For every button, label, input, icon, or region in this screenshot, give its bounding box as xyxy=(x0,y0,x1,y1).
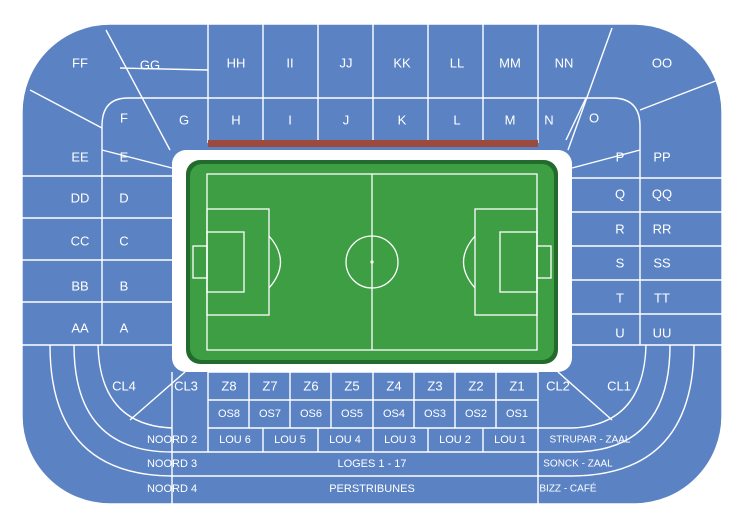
section-CL4[interactable]: CL4 xyxy=(112,379,136,394)
section-P[interactable]: P xyxy=(616,150,625,165)
section-B[interactable]: B xyxy=(120,279,129,294)
section-lou-5[interactable]: LOU 5 xyxy=(274,434,306,446)
section-RR[interactable]: RR xyxy=(653,222,672,237)
section-AA[interactable]: AA xyxy=(71,321,89,336)
section-DD[interactable]: DD xyxy=(71,191,90,206)
section-CC[interactable]: CC xyxy=(71,234,90,249)
section-Z5[interactable]: Z5 xyxy=(344,379,359,394)
section-J[interactable]: J xyxy=(343,113,350,128)
section-lou-6[interactable]: LOU 6 xyxy=(219,434,251,446)
section-LL[interactable]: LL xyxy=(450,56,464,71)
outer-right-labels: PP QQ RR SS TT UU xyxy=(652,150,672,341)
section-OS5[interactable]: OS5 xyxy=(341,408,363,420)
noord-labels: NOORD 2 NOORD 3 NOORD 4 xyxy=(147,434,197,495)
section-E[interactable]: E xyxy=(120,150,129,165)
section-noord-2[interactable]: NOORD 2 xyxy=(147,434,197,446)
lounge-sonck-zaal[interactable]: SONCK - ZAAL xyxy=(543,459,613,470)
section-R[interactable]: R xyxy=(615,222,624,237)
inner-right-labels: P Q R S T U xyxy=(615,150,625,341)
outer-top-labels: FF GG HH II JJ KK LL MM NN OO xyxy=(72,56,672,73)
section-Z7[interactable]: Z7 xyxy=(262,379,277,394)
section-M[interactable]: M xyxy=(505,113,516,128)
section-noord-3[interactable]: NOORD 3 xyxy=(147,458,197,470)
section-H[interactable]: H xyxy=(231,113,240,128)
section-L[interactable]: L xyxy=(453,113,460,128)
section-PP[interactable]: PP xyxy=(653,150,670,165)
section-JJ[interactable]: JJ xyxy=(340,56,353,71)
section-OS2[interactable]: OS2 xyxy=(465,408,487,420)
section-perstribunes[interactable]: PERSTRIBUNES xyxy=(329,483,415,495)
section-BB[interactable]: BB xyxy=(71,279,88,294)
section-HH[interactable]: HH xyxy=(227,56,246,71)
section-G[interactable]: G xyxy=(179,113,189,128)
section-Z2[interactable]: Z2 xyxy=(468,379,483,394)
z-block-labels: Z8 Z7 Z6 Z5 Z4 Z3 Z2 Z1 xyxy=(221,379,524,394)
lounge-strupar-zaal[interactable]: STRUPAR - ZAAL xyxy=(550,435,631,446)
section-NN[interactable]: NN xyxy=(555,56,574,71)
section-U[interactable]: U xyxy=(615,326,624,341)
section-loges[interactable]: LOGES 1 - 17 xyxy=(337,458,406,470)
section-D[interactable]: D xyxy=(119,191,128,206)
section-N[interactable]: N xyxy=(544,113,553,128)
section-EE[interactable]: EE xyxy=(71,150,89,165)
outer-left-labels: EE DD CC BB AA xyxy=(71,150,90,336)
section-OS7[interactable]: OS7 xyxy=(259,408,281,420)
section-TT[interactable]: TT xyxy=(654,291,670,306)
section-MM[interactable]: MM xyxy=(499,56,521,71)
section-OO[interactable]: OO xyxy=(652,56,672,71)
section-CL2[interactable]: CL2 xyxy=(546,379,570,394)
lounge-bizz-cafe[interactable]: BIZZ - CAFÉ xyxy=(539,482,597,495)
section-lou-2[interactable]: LOU 2 xyxy=(439,434,471,446)
section-OS3[interactable]: OS3 xyxy=(424,408,446,420)
section-SS[interactable]: SS xyxy=(653,256,671,271)
lou-labels: LOU 6 LOU 5 LOU 4 LOU 3 LOU 2 LOU 1 xyxy=(219,434,526,446)
section-Z6[interactable]: Z6 xyxy=(303,379,318,394)
section-CL1[interactable]: CL1 xyxy=(607,379,631,394)
section-QQ[interactable]: QQ xyxy=(652,187,672,202)
inner-left-labels: E D C B A xyxy=(119,150,128,336)
section-Z4[interactable]: Z4 xyxy=(386,379,401,394)
section-T[interactable]: T xyxy=(616,291,624,306)
section-UU[interactable]: UU xyxy=(653,326,672,341)
section-Z1[interactable]: Z1 xyxy=(509,379,524,394)
right-lounge-labels: STRUPAR - ZAAL SONCK - ZAAL BIZZ - CAFÉ xyxy=(539,435,631,495)
section-I[interactable]: I xyxy=(288,113,292,128)
section-K[interactable]: K xyxy=(398,113,407,128)
section-S[interactable]: S xyxy=(616,256,625,271)
section-OS6[interactable]: OS6 xyxy=(300,408,322,420)
section-lou-3[interactable]: LOU 3 xyxy=(384,434,416,446)
section-lou-1[interactable]: LOU 1 xyxy=(494,434,526,446)
section-KK[interactable]: KK xyxy=(393,56,411,71)
section-OS4[interactable]: OS4 xyxy=(383,408,405,420)
section-OS1[interactable]: OS1 xyxy=(506,408,528,420)
corner-labels: CL4 CL3 CL2 CL1 xyxy=(112,379,631,394)
section-O[interactable]: O xyxy=(589,111,599,126)
section-Q[interactable]: Q xyxy=(615,187,625,202)
section-FF[interactable]: FF xyxy=(72,56,88,71)
section-C[interactable]: C xyxy=(119,234,128,249)
section-CL3[interactable]: CL3 xyxy=(174,379,198,394)
pitch-markings xyxy=(192,173,552,351)
os-block-labels: OS8 OS7 OS6 OS5 OS4 OS3 OS2 OS1 xyxy=(218,408,528,420)
section-lou-4[interactable]: LOU 4 xyxy=(329,434,361,446)
inner-top-labels: F G H I J K L M N O xyxy=(120,111,599,128)
section-Z3[interactable]: Z3 xyxy=(427,379,442,394)
dugout-strip xyxy=(208,140,538,147)
section-F[interactable]: F xyxy=(120,111,128,126)
section-noord-4[interactable]: NOORD 4 xyxy=(147,483,197,495)
section-OS8[interactable]: OS8 xyxy=(218,408,240,420)
section-A[interactable]: A xyxy=(120,321,129,336)
section-II[interactable]: II xyxy=(286,56,293,71)
section-GG[interactable]: GG xyxy=(140,58,160,73)
section-Z8[interactable]: Z8 xyxy=(221,379,236,394)
